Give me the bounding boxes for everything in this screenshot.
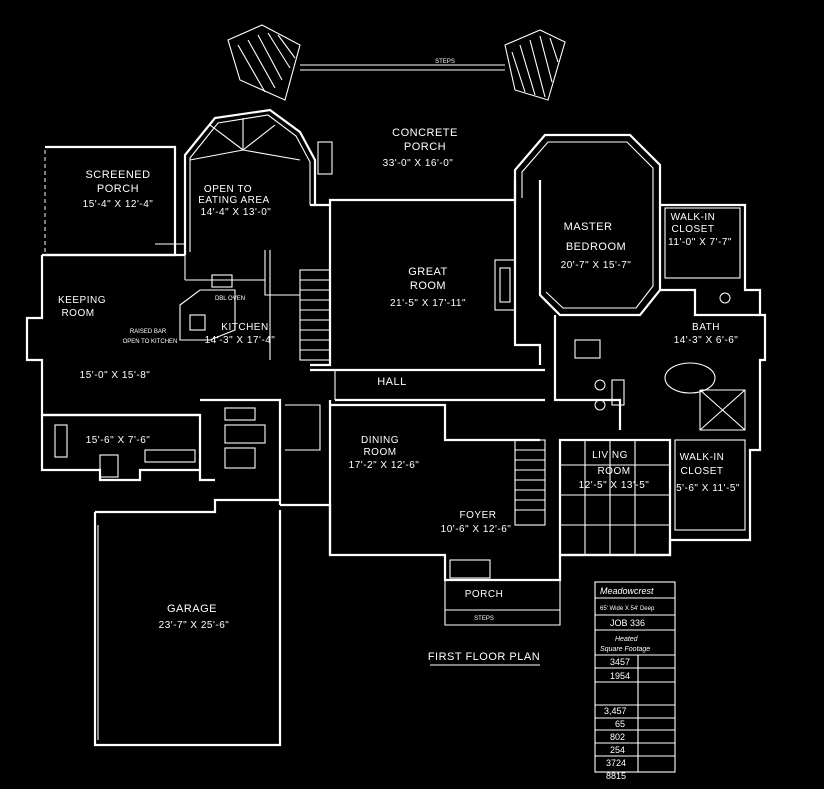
title-block-job: JOB 336	[610, 618, 645, 628]
bath-label: BATH	[692, 322, 720, 333]
dining-room-label: DINING	[361, 435, 399, 446]
foyer-label: FOYER	[460, 510, 497, 521]
open-to-kitchen-note: OPEN TO KITCHEN	[123, 339, 178, 345]
title-block-total-6: 8815	[606, 771, 626, 781]
living-room-dims: 12'-5" X 13'-5"	[579, 480, 650, 491]
title-block: Meadowcrest 65' Wide X 54' Deep JOB 336 …	[594, 581, 676, 781]
title-block-total-2: 65	[615, 719, 625, 729]
walkin-closet-1-dims: 11'-0" X 7'-7"	[668, 237, 732, 248]
great-room-dims: 21'-5" X 17'-11"	[390, 298, 466, 309]
top-decks	[227, 24, 566, 101]
walkin-closet-2-label: WALK-IN	[680, 452, 725, 463]
keeping-room-label-2: ROOM	[61, 308, 94, 319]
foyer-dims: 10'-6" X 12'-6"	[441, 524, 512, 535]
laundry-dims: 15'-6" X 7'-6"	[86, 435, 151, 446]
double-oven-note: DBL OVEN	[215, 296, 245, 302]
concrete-porch-label-2: PORCH	[404, 141, 446, 153]
title-block-total-3: 802	[610, 732, 625, 742]
concrete-porch-dims: 33'-0" X 16'-0"	[383, 158, 454, 169]
title-block-row-1: 3457	[610, 657, 630, 667]
eating-area-bay	[183, 108, 333, 255]
title-block-dims: 65' Wide X 54' Deep	[600, 606, 655, 612]
screened-porch-label-2: PORCH	[97, 183, 139, 195]
title-block-heading: Heated	[615, 636, 639, 643]
bath-dims: 14'-3" X 6'-6"	[674, 335, 739, 346]
title-block-subheading: Square Footage	[600, 646, 650, 653]
eating-area-label: OPEN TO	[204, 184, 252, 195]
title-block-row-2: 1954	[610, 671, 630, 681]
master-bedroom-dims: 20'-7" X 15'-7"	[561, 260, 632, 271]
title-block-total-4: 254	[610, 745, 625, 755]
room-labels: CONCRETE PORCH 33'-0" X 16'-0" SCREENED …	[58, 127, 740, 666]
garage-dims: 23'-7" X 25'-6"	[159, 620, 230, 631]
porch-label: PORCH	[465, 589, 504, 600]
steps-note: STEPS	[435, 59, 455, 65]
interior-walls	[42, 200, 760, 740]
screened-porch-dims: 15'-4" X 12'-4"	[83, 199, 154, 210]
garage-label: GARAGE	[167, 603, 217, 615]
dining-room-dims: 17'-2" X 12'-6"	[349, 460, 420, 471]
master-bedroom-label: MASTER	[564, 221, 613, 233]
small-notes: STEPS DBL OVEN RAISED BAR OPEN TO KITCHE…	[123, 59, 455, 345]
master-bedroom-label-2: BEDROOM	[566, 241, 626, 253]
keeping-room-label: KEEPING	[58, 295, 106, 306]
great-room-label: GREAT	[408, 266, 448, 278]
great-room-label-2: ROOM	[410, 280, 446, 292]
living-room-label-2: ROOM	[597, 466, 630, 477]
title-block-total-5: 3724	[606, 758, 626, 768]
walkin-closet-2-dims: 5'-6" X 11'-5"	[676, 483, 740, 494]
screened-porch-label: SCREENED	[85, 169, 150, 181]
walkin-closet-1-label-2: CLOSET	[671, 224, 714, 235]
raised-bar-note: RAISED BAR	[130, 329, 167, 335]
steps-label: STEPS	[474, 616, 494, 622]
hall-label: HALL	[377, 376, 407, 388]
walkin-closet-1-label: WALK-IN	[671, 212, 716, 223]
kitchen-dims: 14'-3" X 17'-4"	[205, 335, 276, 346]
title-block-name: Meadowcrest	[600, 586, 654, 596]
eating-area-label-2: EATING AREA	[198, 195, 269, 206]
living-room-label: LIVING	[592, 450, 628, 461]
eating-area-dims: 14'-4" X 13'-0"	[201, 207, 272, 218]
dining-room-label-2: ROOM	[363, 447, 396, 458]
concrete-porch-label: CONCRETE	[392, 127, 458, 139]
title-block-total-1: 3,457	[604, 706, 627, 716]
walkin-closet-2-label-2: CLOSET	[680, 466, 723, 477]
master-bedroom-walls	[513, 133, 662, 317]
plan-title: FIRST FLOOR PLAN	[428, 651, 540, 663]
keeping-room-dims: 15'-0" X 15'-8"	[80, 370, 151, 381]
kitchen-label: KITCHEN	[221, 322, 268, 333]
